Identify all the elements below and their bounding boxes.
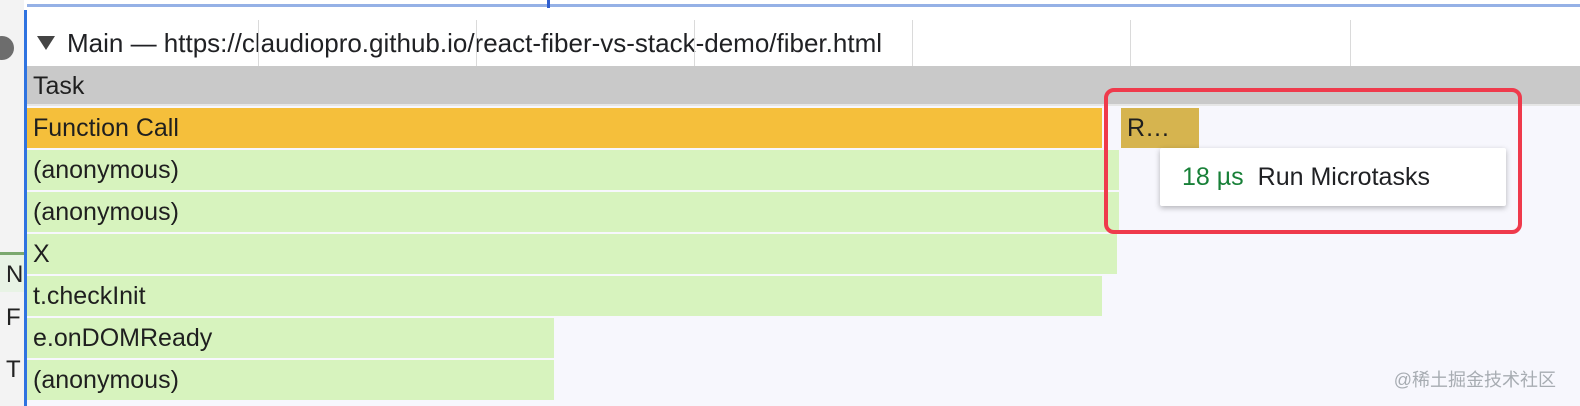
tooltip-label: Run Microtasks <box>1257 162 1430 191</box>
main-thread-header[interactable]: Main — https://claudiopro.github.io/reac… <box>27 20 1580 66</box>
main-thread-title: Main — https://claudiopro.github.io/reac… <box>67 27 883 58</box>
left-panel-item-3[interactable]: T <box>6 356 21 383</box>
call-stack-bar[interactable]: (anonymous) <box>27 360 554 400</box>
left-side-panel: N F T <box>0 0 24 406</box>
timeline-marker[interactable] <box>547 0 550 8</box>
call-stack-bar[interactable]: t.checkInit <box>27 276 1102 316</box>
record-dot-icon[interactable] <box>0 36 14 60</box>
function-call-bar[interactable]: Function Call <box>27 108 1102 148</box>
left-panel-item-1[interactable]: N <box>0 252 24 292</box>
task-bar[interactable]: Task <box>27 66 1580 106</box>
call-stack-bar[interactable]: X <box>27 234 1119 274</box>
watermark-text: @稀土掘金技术社区 <box>1393 370 1556 390</box>
timeline-selection-bar <box>27 4 1580 7</box>
run-microtasks-bar[interactable]: R… <box>1121 108 1199 148</box>
left-panel-item-2[interactable]: F <box>6 304 21 331</box>
selection-left-line <box>24 10 27 406</box>
call-stack-bar[interactable]: e.onDOMReady <box>27 318 554 358</box>
event-tooltip: 18 µs Run Microtasks <box>1160 148 1506 206</box>
tooltip-duration: 18 µs <box>1182 162 1244 191</box>
flame-area: Task Function Call R… (anonymous) (anony… <box>27 66 1580 406</box>
call-stack-bar[interactable]: (anonymous) <box>27 192 1119 232</box>
triangle-down-icon[interactable] <box>37 36 55 50</box>
timeline-ruler[interactable] <box>27 0 1580 20</box>
call-stack-bar[interactable]: (anonymous) <box>27 150 1119 190</box>
